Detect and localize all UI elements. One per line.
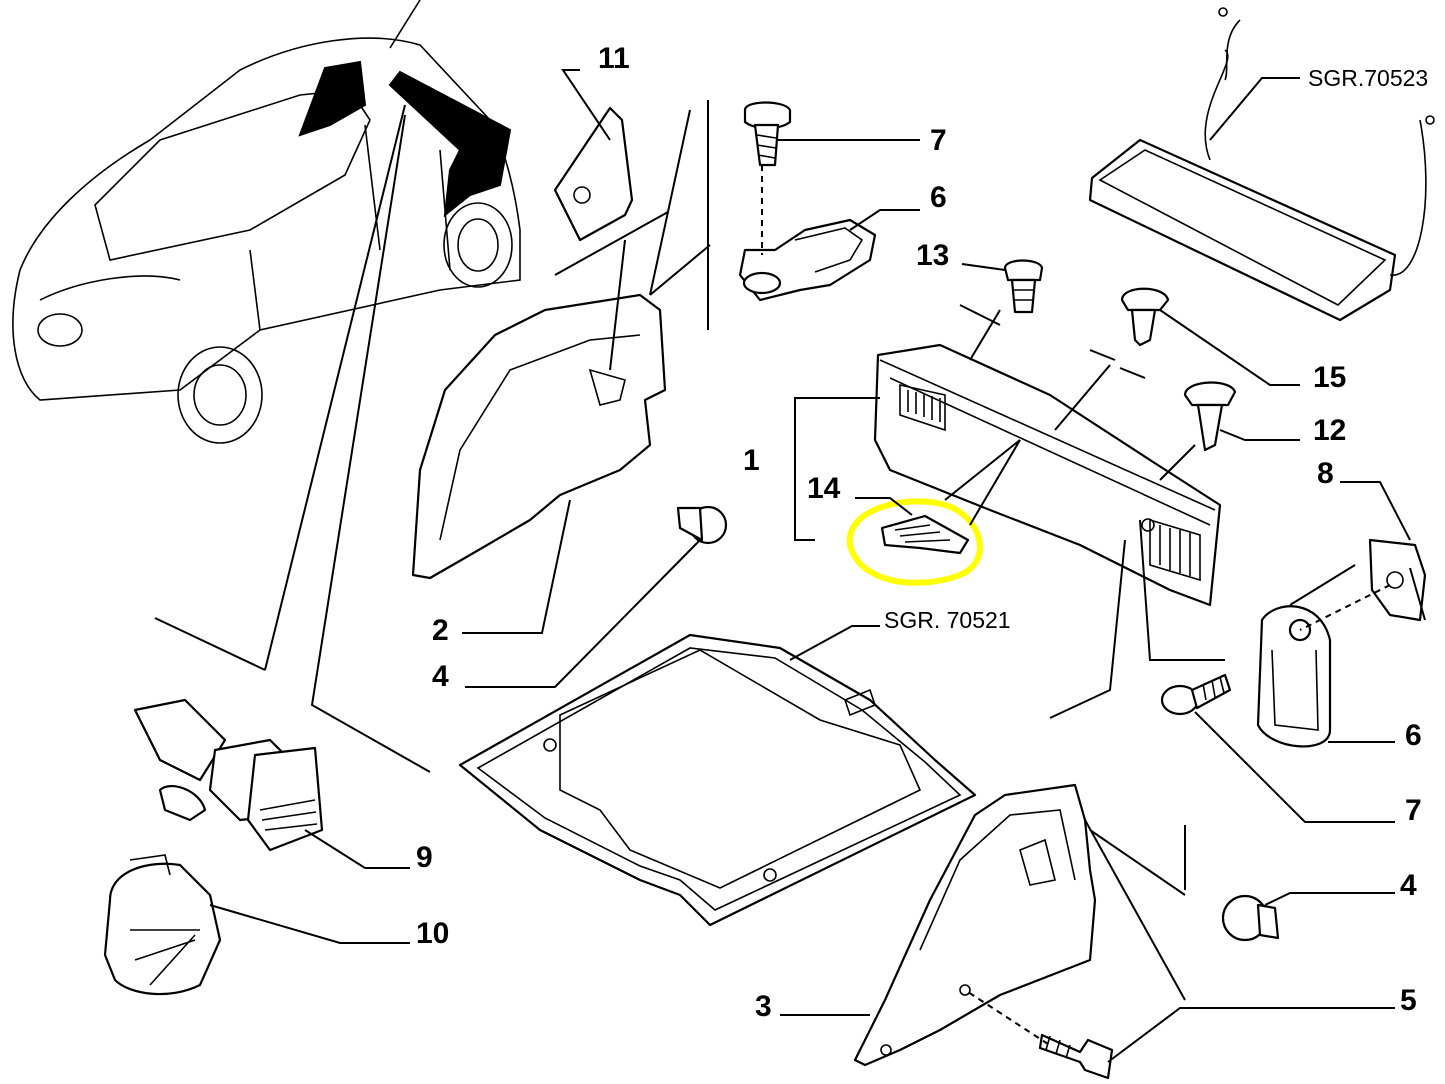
callout-11: 11: [598, 42, 630, 75]
part-5-stud: [1038, 1033, 1114, 1080]
callout-13: 13: [916, 239, 949, 272]
part-7-screw-right: [1160, 673, 1232, 716]
part-8-bracket: [1368, 538, 1427, 622]
callout-2: 2: [432, 614, 449, 647]
part-14-cover-highlighted: [846, 498, 983, 586]
callout-12: 12: [1313, 414, 1346, 447]
callout-7-top: 7: [930, 124, 947, 157]
callout-4-mid: 4: [432, 660, 449, 693]
part-13-plug: [1003, 259, 1044, 314]
callout-14: 14: [807, 472, 841, 505]
callout-6-right: 6: [1405, 719, 1422, 752]
callout-5: 5: [1400, 984, 1417, 1017]
part-3-right-side-trim: [853, 783, 1097, 1067]
part-11-trim-cover: [553, 106, 634, 242]
callout-15: 15: [1313, 361, 1346, 394]
parcel-shelf: [1088, 7, 1435, 322]
part-4-bumper-stop-mid: [676, 505, 728, 545]
part-6-tie-down-right: [1256, 605, 1332, 748]
callout-labels: 11 7 6 13 15 12 1 14 8 2 4 6 7 4 5 3 9 1…: [416, 42, 1428, 1023]
highlight-circle: [846, 498, 983, 586]
part-6-tie-down-top: [738, 218, 877, 302]
part-1-rear-sill-panel: [873, 343, 1222, 607]
part-2-left-side-trim: [411, 293, 667, 580]
leader-lines: [154, 69, 1426, 1063]
callout-8: 8: [1317, 457, 1334, 490]
callout-7-right: 7: [1405, 794, 1422, 827]
part-9-switch-unit: [133, 698, 324, 852]
ref-parcel-shelf: SGR.70523: [1308, 65, 1428, 91]
callout-9: 9: [416, 841, 433, 874]
part-10-light-cover: [103, 854, 222, 996]
callout-6-top: 6: [930, 181, 947, 214]
part-12-fastener: [1183, 381, 1237, 452]
floor-mat: [458, 633, 977, 927]
ref-floor-mat: SGR. 70521: [884, 607, 1011, 633]
callout-1: 1: [743, 444, 760, 477]
part-4-bumper-stop-right: [1221, 894, 1280, 942]
part-7-screw-top: [743, 101, 792, 167]
callout-10: 10: [416, 917, 449, 950]
callout-3: 3: [755, 990, 772, 1023]
car-overview: [12, 0, 521, 444]
part-15-clip: [1120, 287, 1170, 347]
callout-4-right: 4: [1400, 869, 1417, 902]
